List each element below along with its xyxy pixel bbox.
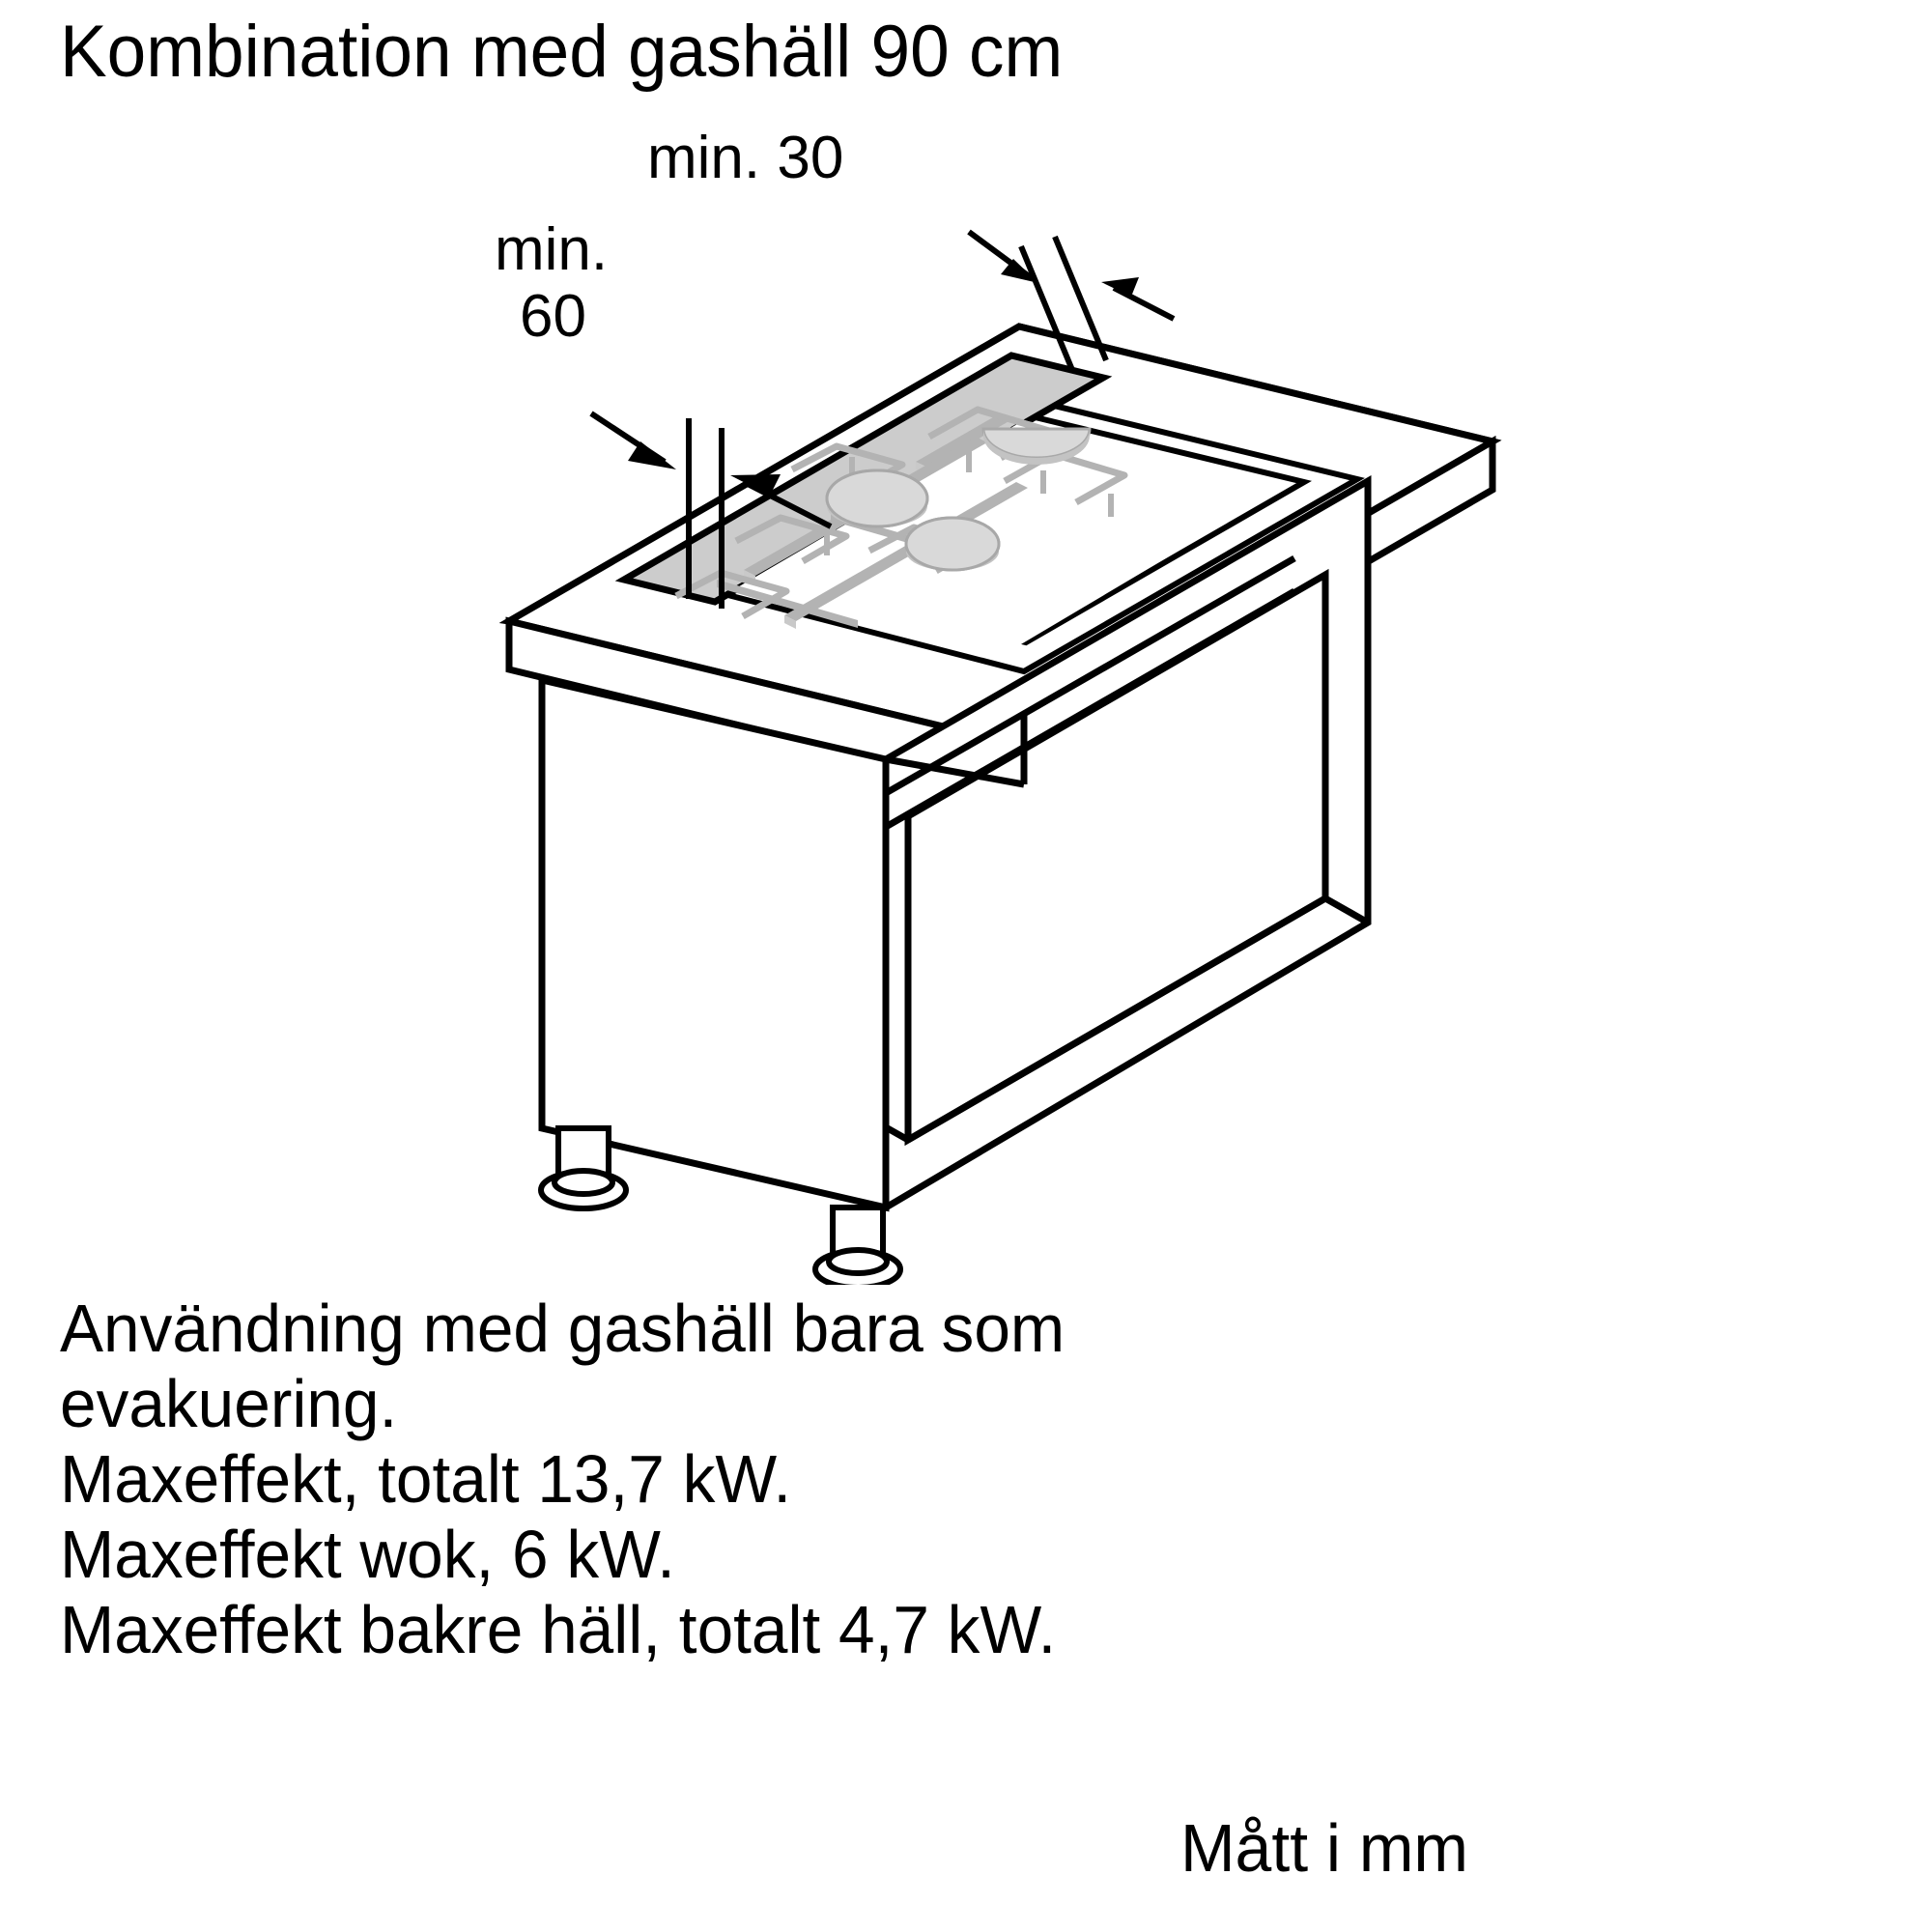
adjustable-foot-left [538,1125,629,1211]
note-line-usage-2: evakuering. [60,1366,398,1441]
note-line-rear-hob-power: Maxeffekt bakre häll, totalt 4,7 kW. [60,1592,1057,1667]
dimension-label-min-60-line2: 60 [520,283,586,350]
gas-hob [674,406,1290,657]
notes-block: Användning med gashäll bara som evakueri… [60,1291,1432,1667]
cabinet-carcass [538,474,1372,1214]
adjustable-foot-right [812,1205,903,1285]
dimension-label-min-30: min. 30 [647,125,844,191]
units-footnote: Mått i mm [1180,1810,1469,1886]
note-line-total-power: Maxeffekt, totalt 13,7 kW. [60,1441,792,1517]
note-line-usage-1: Användning med gashäll bara som [60,1291,1065,1366]
dimension-label-min-60-line1: min. [495,216,609,283]
dimension-min-60 [589,411,833,609]
hob-burner-caps [825,427,1092,572]
dimension-min-30 [967,229,1176,372]
technical-drawing: .ln { fill:none; stroke:#000; stroke-wid… [498,229,1502,1285]
note-line-wok-power: Maxeffekt wok, 6 kW. [60,1517,675,1592]
page-title: Kombination med gashäll 90 cm [60,11,1064,93]
